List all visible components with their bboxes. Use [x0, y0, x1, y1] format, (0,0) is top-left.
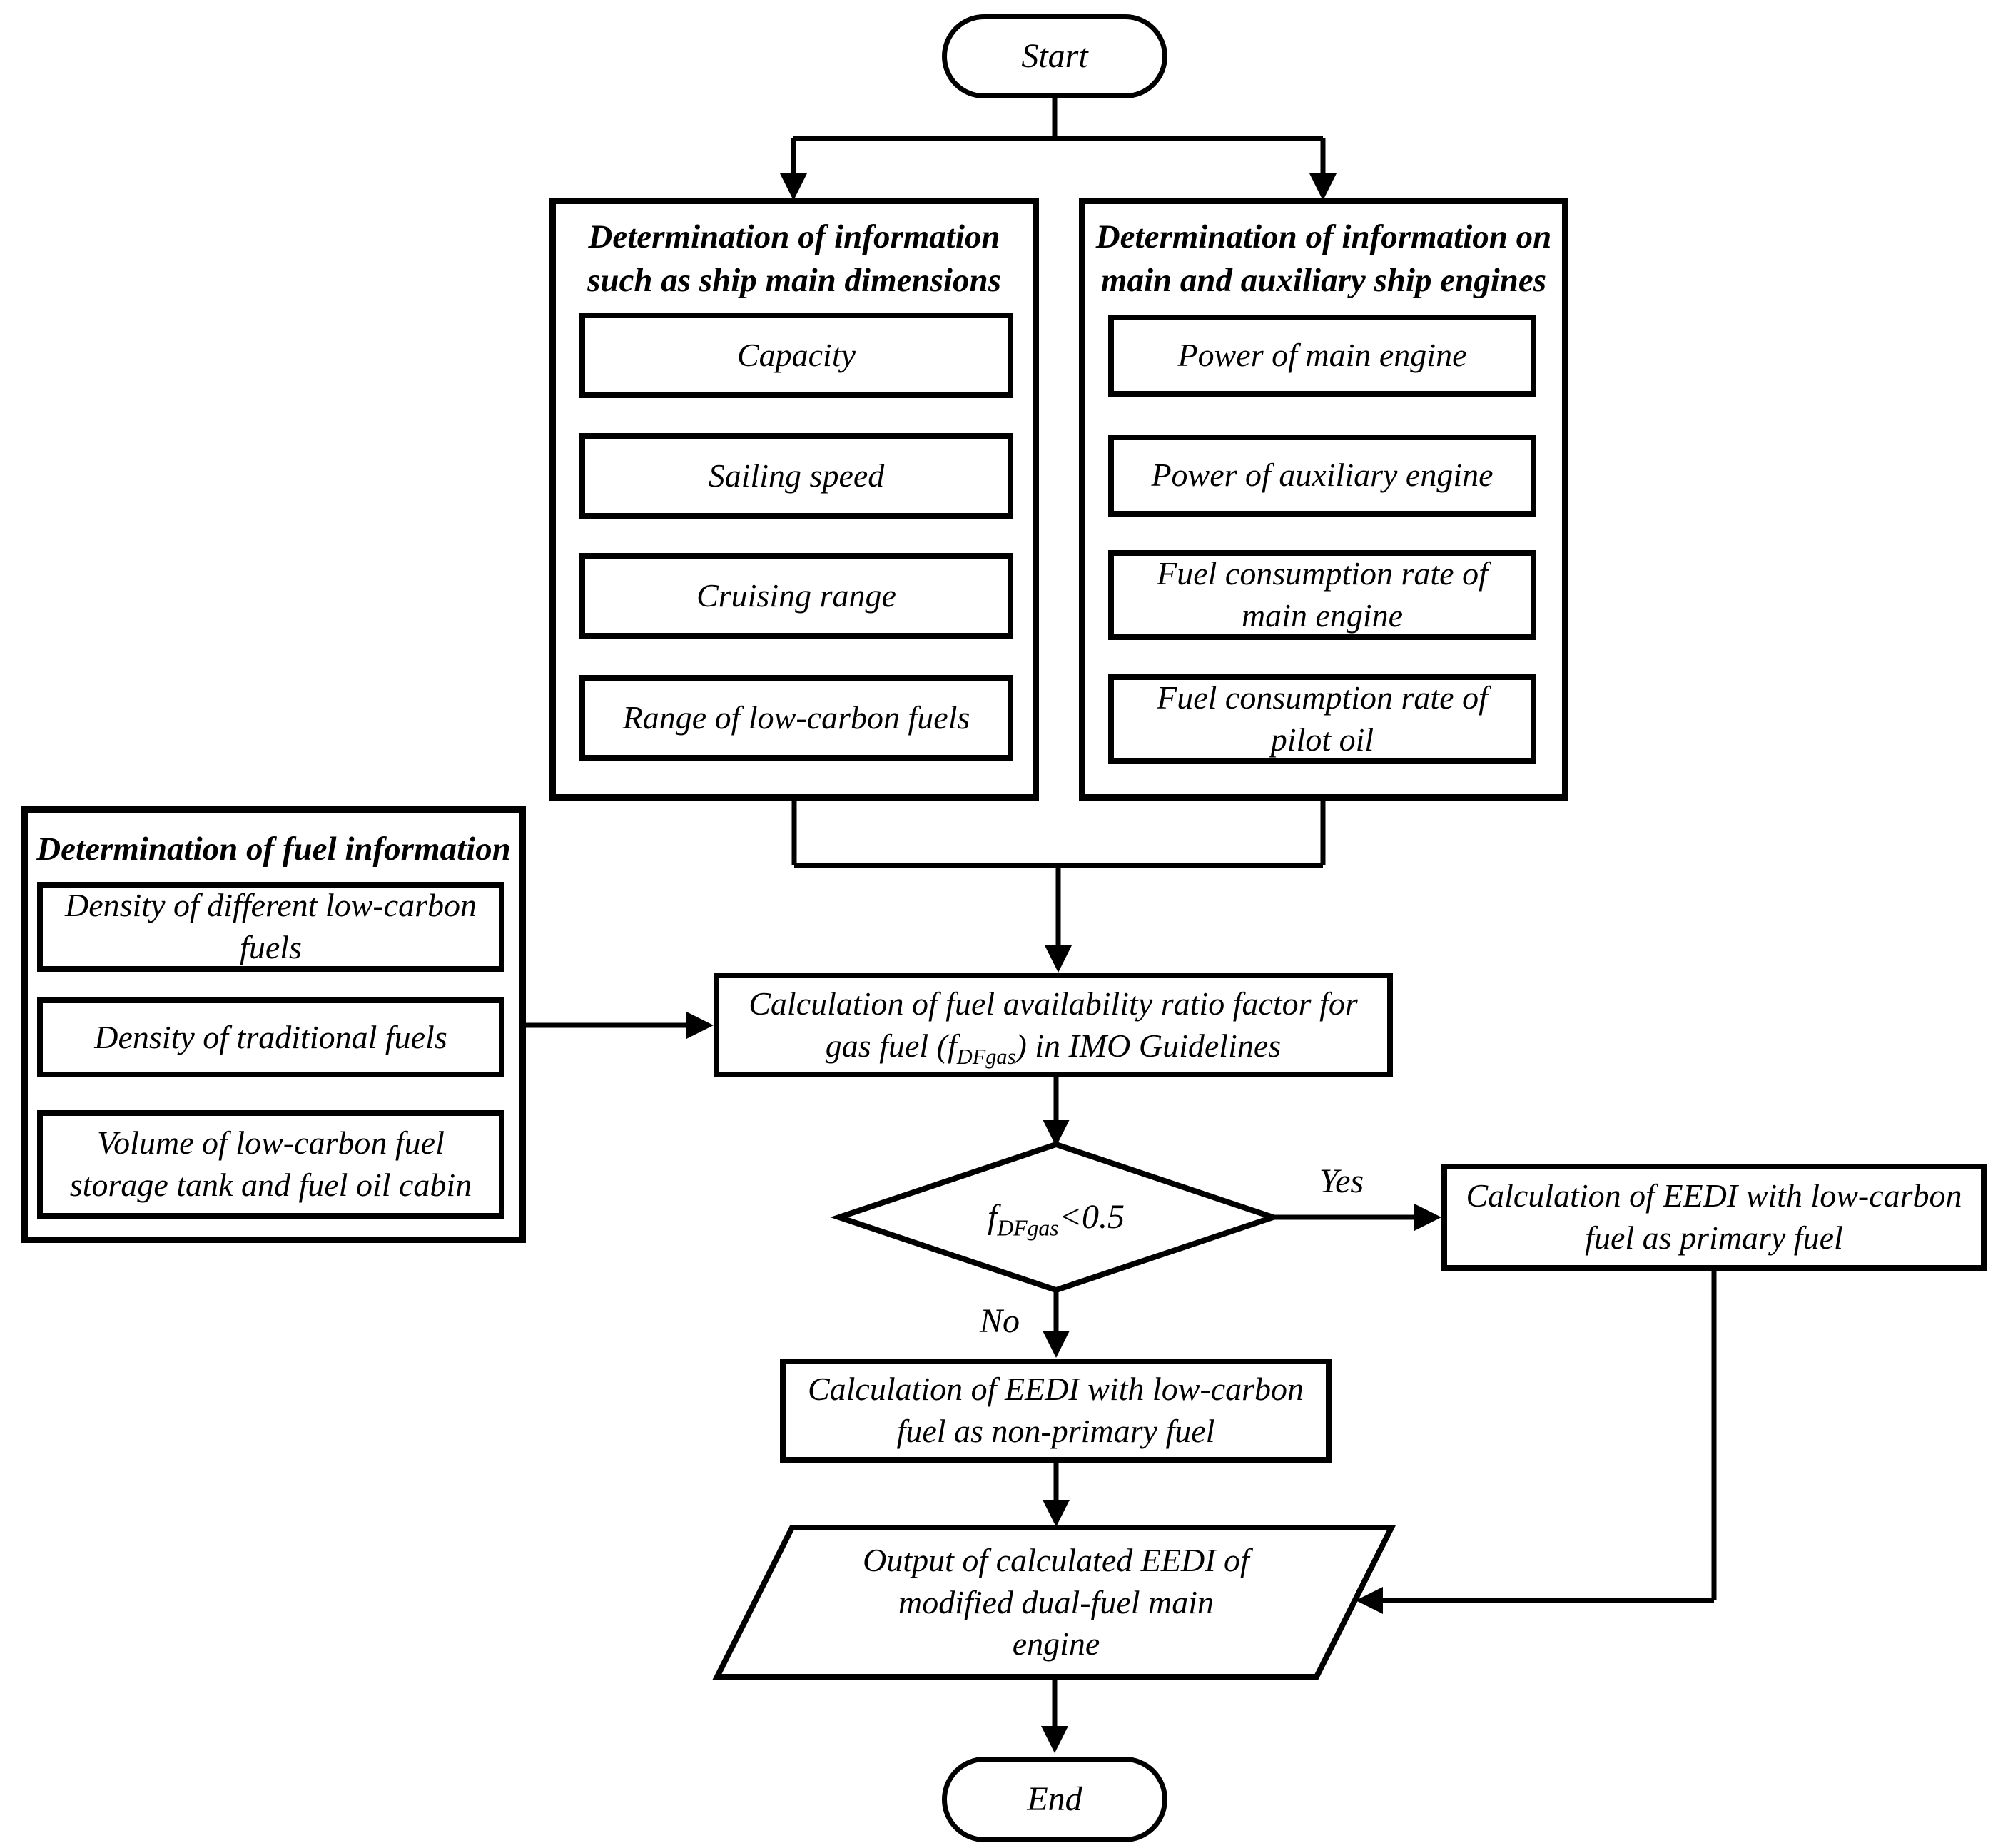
- end-node: End: [942, 1757, 1167, 1842]
- output-line3: engine: [1012, 1625, 1100, 1662]
- pilot-oil-fuel-rate-line2: pilot oil: [1270, 721, 1374, 758]
- engine-group-title: Determination of information on main and…: [1086, 215, 1561, 303]
- auxiliary-engine-power-box: Power of auxiliary engine: [1108, 435, 1536, 517]
- arrowhead-into-output: [1043, 1500, 1070, 1527]
- eedi-primary-box: Calculation of EEDI with low-carbon fuel…: [1441, 1164, 1987, 1271]
- traditional-density-label: Density of traditional fuels: [94, 1018, 447, 1055]
- arrowhead-yes-branch: [1414, 1204, 1441, 1231]
- tank-volume-line1: Volume of low-carbon fuel: [97, 1124, 445, 1162]
- arrowhead-into-engine-group: [1309, 173, 1337, 200]
- sailing-speed-label: Sailing speed: [708, 457, 885, 494]
- eedi-non-primary-line2: fuel as non-primary fuel: [896, 1413, 1215, 1449]
- fuel-ratio-calc-line2-post: ) in IMO Guidelines: [1015, 1027, 1282, 1064]
- eedi-non-primary-line1: Calculation of EEDI with low-carbon: [807, 1371, 1304, 1408]
- decision-condition: fDFgas<0.5: [988, 1195, 1125, 1239]
- eedi-primary-line2: fuel as primary fuel: [1585, 1219, 1843, 1256]
- ship-group-title: Determination of information such as shi…: [557, 215, 1032, 303]
- arrowhead-no-branch: [1043, 1331, 1070, 1358]
- main-engine-fuel-rate-line2: main engine: [1241, 597, 1404, 634]
- fuel-ratio-calc-line2: gas fuel (fDFgas) in IMO Guidelines: [826, 1025, 1281, 1067]
- main-engine-power-box: Power of main engine: [1108, 315, 1536, 397]
- pilot-oil-fuel-rate-box: Fuel consumption rate of pilot oil: [1108, 674, 1536, 764]
- fuel-group-title: Determination of fuel information: [29, 828, 519, 871]
- arrowhead-yes-into-output: [1356, 1587, 1383, 1614]
- cruising-range-label: Cruising range: [696, 577, 896, 614]
- main-engine-fuel-rate-box: Fuel consumption rate of main engine: [1108, 550, 1536, 640]
- ship-group-title-line1: Determination of information: [588, 218, 1000, 255]
- low-carbon-density-box: Density of different low-carbon fuels: [37, 882, 504, 972]
- tank-volume-box: Volume of low-carbon fuel storage tank a…: [37, 1110, 504, 1219]
- capacity-box: Capacity: [579, 313, 1013, 398]
- engine-group-title-line1: Determination of information on: [1095, 218, 1552, 255]
- end-label: End: [1027, 1780, 1082, 1819]
- fuel-ratio-calc-subscript: DFgas: [956, 1044, 1016, 1069]
- main-engine-power-label: Power of main engine: [1177, 337, 1467, 374]
- decision-subscript: DFgas: [997, 1215, 1059, 1241]
- eedi-non-primary-box: Calculation of EEDI with low-carbon fuel…: [780, 1359, 1332, 1463]
- auxiliary-engine-power-label: Power of auxiliary engine: [1151, 457, 1494, 494]
- fuel-ratio-calc-box: Calculation of fuel availability ratio f…: [714, 973, 1393, 1077]
- tank-volume-line2: storage tank and fuel oil cabin: [69, 1167, 472, 1203]
- connector-lines: [526, 98, 1717, 1731]
- low-carbon-density-line2: fuels: [240, 929, 302, 965]
- arrowhead-fuel-to-calc: [686, 1012, 714, 1039]
- decision-diamond: fDFgas<0.5: [885, 1179, 1227, 1256]
- ship-group-title-line2: such as ship main dimensions: [587, 262, 1001, 300]
- arrowhead-into-decision: [1043, 1120, 1070, 1147]
- output-parallelogram: Output of calculated EEDI of modified du…: [785, 1533, 1327, 1672]
- low-carbon-density-line1: Density of different low-carbon: [64, 887, 477, 924]
- output-line1: Output of calculated EEDI of: [863, 1541, 1249, 1578]
- fuel-group-title-line: Determination of fuel information: [36, 831, 511, 868]
- arrowhead-into-end: [1041, 1726, 1068, 1753]
- no-label: No: [979, 1302, 1020, 1340]
- output-line2: modified dual-fuel main: [898, 1583, 1214, 1620]
- yes-label: Yes: [1319, 1162, 1364, 1200]
- cruising-range-box: Cruising range: [579, 553, 1013, 639]
- decision-diamond-shape: [830, 1141, 1282, 1294]
- eedi-primary-line1: Calculation of EEDI with low-carbon: [1466, 1177, 1962, 1214]
- capacity-label: Capacity: [736, 336, 856, 373]
- decision-f-symbol: f: [988, 1198, 998, 1237]
- fuel-ratio-calc-line1: Calculation of fuel availability ratio f…: [749, 985, 1358, 1022]
- arrowhead-into-ship-group: [780, 173, 807, 200]
- fuel-ratio-calc-line2-pre: gas fuel (f: [825, 1027, 957, 1064]
- sailing-speed-box: Sailing speed: [579, 433, 1013, 519]
- engine-group-title-line2: main and auxiliary ship engines: [1100, 262, 1547, 300]
- low-carbon-fuel-range-label: Range of low-carbon fuels: [622, 699, 970, 736]
- output-parallelogram-shape: [712, 1525, 1396, 1680]
- start-node: Start: [942, 14, 1167, 98]
- pilot-oil-fuel-rate-line1: Fuel consumption rate of: [1157, 679, 1488, 716]
- main-engine-fuel-rate-line1: Fuel consumption rate of: [1157, 555, 1488, 592]
- decision-comparison: <0.5: [1058, 1198, 1125, 1237]
- low-carbon-fuel-range-box: Range of low-carbon fuels: [579, 675, 1013, 761]
- traditional-density-box: Density of traditional fuels: [37, 997, 504, 1077]
- arrowhead-into-calc-ratio: [1045, 945, 1072, 973]
- start-label: Start: [1021, 37, 1088, 76]
